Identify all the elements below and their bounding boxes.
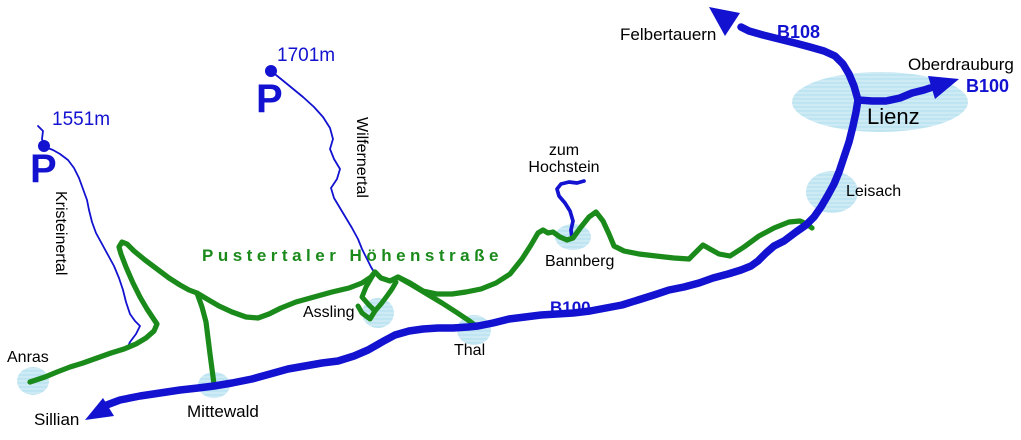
hoehenstrasse-thal-spur [395, 274, 479, 329]
highway-name-label: Pustertaler Höhenstraße [202, 246, 503, 265]
parking-dot-west [38, 140, 50, 152]
parking-symbol-east: P [256, 77, 283, 121]
road-label-b100-valley: B100 [550, 298, 591, 317]
valley-road-kristeinertal [37, 125, 141, 350]
arrowhead-sillian-icon [85, 398, 114, 420]
destination-note-line2: Hochstein [528, 158, 600, 176]
valley-label-wilfernertal: Wilfernertal [352, 117, 370, 198]
place-label-leisach: Leisach [846, 183, 902, 200]
place-label-anras: Anras [7, 349, 49, 366]
hoehenstrasse-main-road [27, 209, 815, 385]
parking-dot-east [265, 65, 277, 77]
valley-road-wilfernertal [270, 70, 375, 273]
elevation-label-west: 1551m [52, 109, 111, 130]
place-label-oberdrauburg: Oberdrauburg [908, 55, 1014, 74]
hochstein-road [555, 179, 586, 240]
hoehenstrasse-mittewald-spur [194, 290, 217, 387]
destination-note-zum-hochstein: zum Hochstein [519, 142, 609, 177]
place-label-thal: Thal [454, 342, 486, 359]
place-label-felbertauern: Felbertauern [620, 25, 717, 44]
road-b100-east [854, 84, 934, 105]
place-label-assling: Assling [303, 304, 355, 321]
assling-link-road [371, 279, 399, 315]
assling-switchback-road [355, 272, 378, 322]
destination-note-line1: zum [548, 142, 580, 159]
place-label-mittewald: Mittewald [187, 402, 259, 421]
place-label-lienz: Lienz [867, 104, 920, 129]
parking-symbol-west: P [30, 147, 57, 191]
place-label-bannberg: Bannberg [545, 253, 615, 270]
elevation-label-east: 1701m [277, 45, 336, 66]
road-b100 [100, 96, 862, 410]
valley-label-kristeinertal: Kristeinertal [51, 191, 69, 276]
place-label-sillian: Sillian [34, 410, 80, 429]
road-b108 [737, 23, 862, 104]
road-label-b100-east: B100 [966, 76, 1010, 96]
road-label-b108: B108 [777, 22, 821, 42]
arrowhead-oberdrauburg-icon [928, 76, 959, 99]
arrowhead-felbertauern-icon [709, 7, 740, 36]
